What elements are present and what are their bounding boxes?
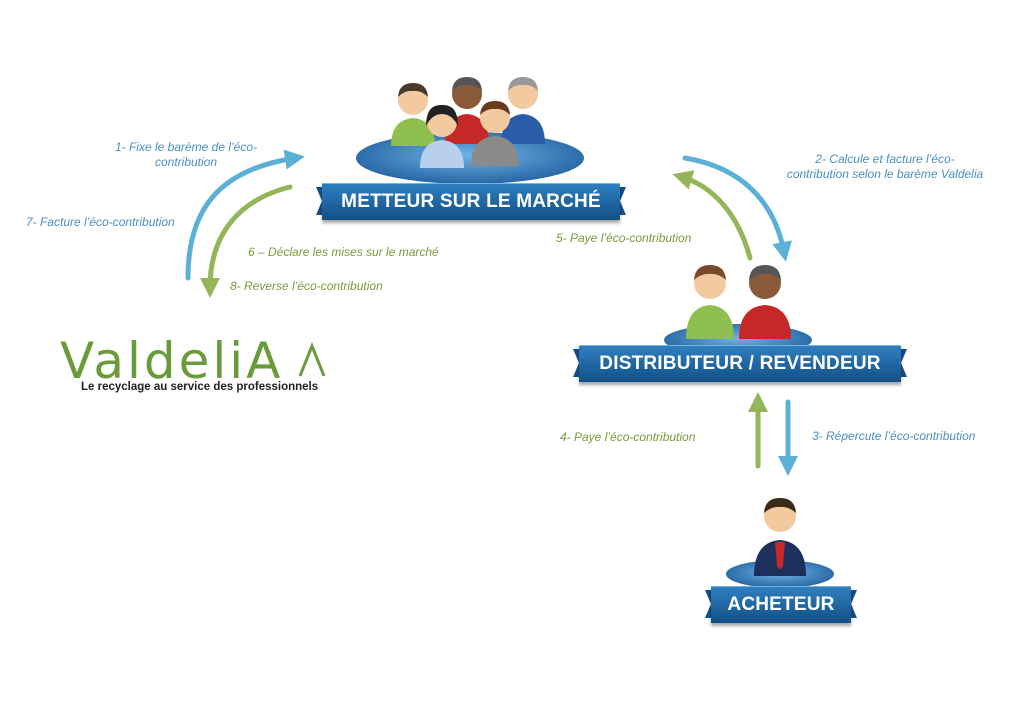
label-step5: 5- Paye l’éco-contribution xyxy=(556,231,692,245)
metteur-group-icon xyxy=(391,77,545,168)
label-step1: 1- Fixe le barème de l’éco- contribution xyxy=(96,140,276,170)
label-step1-line2: contribution xyxy=(154,155,218,169)
logo-swoosh-icon xyxy=(298,341,326,377)
logo-wordmark: ValdeliA xyxy=(60,332,284,390)
arrow-step7-8 xyxy=(200,184,293,298)
label-step3: 3- Répercute l’éco-contribution xyxy=(812,429,976,443)
arrow-step1 xyxy=(185,149,305,281)
label-step4: 4- Paye l’éco-contribution xyxy=(560,430,696,444)
acheteur-icon xyxy=(754,498,806,576)
label-step6: 6 – Déclare les mises sur le marché xyxy=(248,245,439,259)
arrow-step2 xyxy=(682,155,792,262)
distributeur-pair-icon xyxy=(686,265,791,339)
label-step1-line1: 1- Fixe le barème de l’éco- xyxy=(114,140,258,154)
label-step2: 2- Calcule et facture l’éco- contributio… xyxy=(765,152,1005,182)
label-step7: 7- Facture l’éco-contribution xyxy=(26,215,175,229)
node-metteur: METTEUR SUR LE MARCHÉ xyxy=(322,183,620,220)
label-step2-line2: contribution selon le barème Valdelia xyxy=(786,167,984,181)
node-distributeur: DISTRIBUTEUR / REVENDEUR xyxy=(579,345,901,382)
logo-tagline: Le recyclage au service des professionne… xyxy=(81,381,319,393)
label-step8: 8- Reverse l’éco-contribution xyxy=(230,279,383,293)
arrow-step5 xyxy=(672,170,753,261)
node-acheteur: ACHETEUR xyxy=(711,586,851,623)
label-step2-line1: 2- Calcule et facture l’éco- xyxy=(815,152,955,166)
